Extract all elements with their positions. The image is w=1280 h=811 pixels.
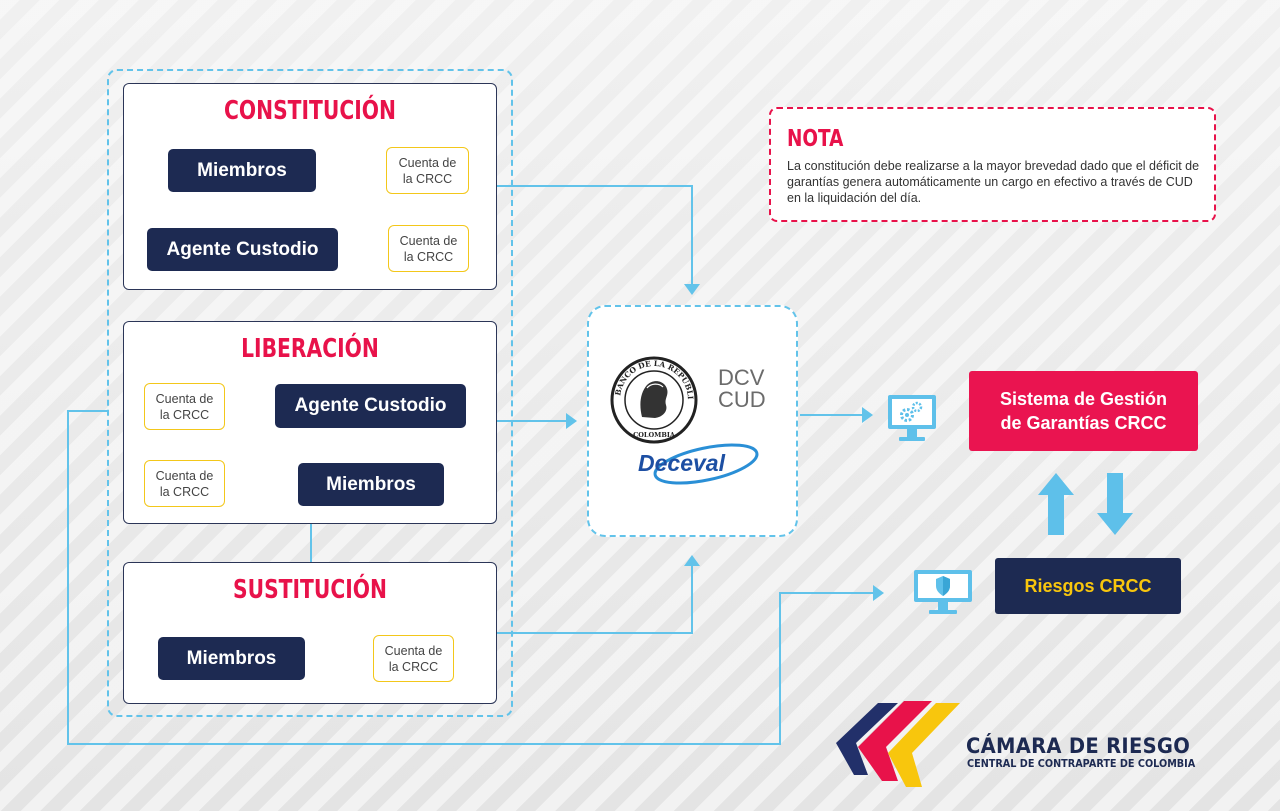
constitucion-title: CONSTITUCIÓN	[223, 96, 397, 126]
liberacion-cuenta-2: Cuenta de la CRCC	[144, 460, 225, 507]
constitucion-agente-box: Agente Custodio	[147, 228, 338, 271]
note-title: NOTA	[787, 126, 844, 152]
arrow-right-icon	[862, 407, 873, 423]
brand-tagline: CENTRAL DE CONTRAPARTE DE COLOMBIA	[967, 758, 1196, 770]
monitor-shield-icon	[914, 570, 972, 614]
arrow-down-icon	[1097, 473, 1133, 535]
sustitucion-panel: SUSTITUCIÓN	[123, 562, 497, 704]
arrow-up-icon	[1038, 473, 1074, 535]
constitucion-cuenta-1: Cuenta de la CRCC	[386, 147, 469, 194]
constitucion-cuenta-2: Cuenta de la CRCC	[388, 225, 469, 272]
camara-riesgo-logo	[836, 701, 960, 787]
svg-text:Deceval: Deceval	[638, 450, 726, 476]
liberacion-title: LIBERACIÓN	[241, 334, 379, 364]
liberacion-miembros-box: Miembros	[298, 463, 444, 506]
brand-name: CÁMARA DE RIESGO	[966, 734, 1191, 758]
liberacion-cuenta-1: Cuenta de la CRCC	[144, 383, 225, 430]
arrow-up-icon	[684, 555, 700, 566]
sustitucion-title: SUSTITUCIÓN	[232, 575, 388, 605]
riesgos-box: Riesgos CRCC	[995, 558, 1181, 614]
svg-text:COLOMBIA: COLOMBIA	[633, 431, 676, 439]
sustitucion-cuenta: Cuenta de la CRCC	[373, 635, 454, 682]
arrow-down-icon	[684, 284, 700, 295]
arrow-right-icon	[873, 585, 884, 601]
arrow-right-icon	[566, 413, 577, 429]
note-text: La constitución debe realizarse a la may…	[787, 159, 1200, 205]
cud-logo-text: CUD	[718, 387, 766, 412]
deceval-logo: Deceval	[638, 443, 759, 485]
banco-republica-seal-logo: BANCO DE LA REPUBLICA COLOMBIA	[609, 355, 698, 444]
note-box: NOTA La constitución debe realizarse a l…	[769, 107, 1216, 222]
process-group	[107, 69, 513, 717]
dcv-logo-text: DCV	[718, 365, 765, 390]
sustitucion-miembros-box: Miembros	[158, 637, 305, 680]
sistema-gestion-box: Sistema de Gestión de Garantías CRCC	[969, 371, 1198, 451]
monitor-settings-icon	[888, 395, 936, 441]
constitucion-miembros-box: Miembros	[168, 149, 316, 192]
liberacion-agente-box: Agente Custodio	[275, 384, 466, 428]
